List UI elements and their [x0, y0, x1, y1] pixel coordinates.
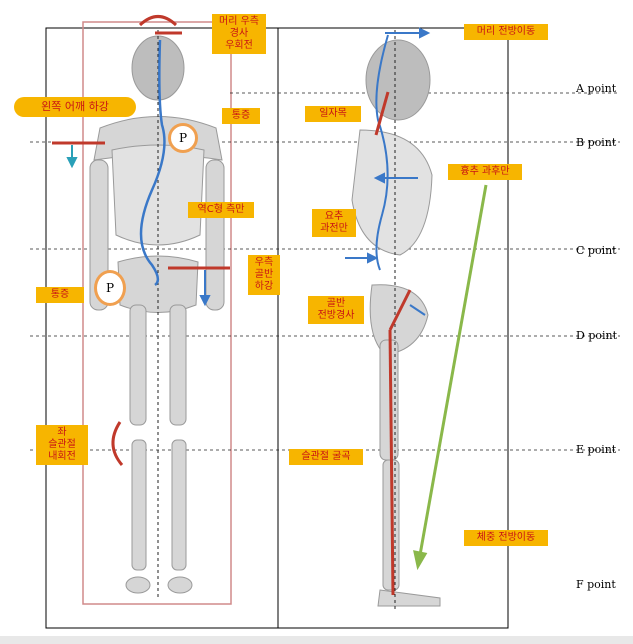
label-lumbar-lordosis: 요추 과전만 — [312, 209, 356, 237]
label-thoracic-kyphosis: 흉추 과후만 — [448, 164, 522, 180]
label-reverse-scoliosis: 역C형 측만 — [188, 202, 254, 218]
lateral-skeleton — [351, 39, 441, 607]
lateral-neck-line — [374, 91, 390, 136]
blue-arrows — [199, 27, 431, 316]
label-knee-rotation: 좌 슬관절 내회전 — [36, 425, 88, 465]
pelvic-tilt-arrow — [409, 304, 426, 316]
label-pain-lower: 통증 — [36, 287, 84, 303]
point-f: F point — [576, 578, 616, 591]
posterior-skeleton — [89, 35, 225, 594]
left-tibia-back — [131, 439, 147, 571]
label-pelvis-drop: 우측 골반 하강 — [248, 255, 280, 295]
green-line — [413, 184, 488, 571]
label-head-tilt: 머리 우측 경사 우회전 — [212, 14, 266, 54]
label-head-forward: 머리 전방이동 — [464, 24, 548, 40]
bottom-scrollbar — [0, 636, 633, 644]
right-arm-back — [205, 159, 225, 311]
p-marker-lower: P — [94, 270, 126, 306]
point-e: E point — [576, 443, 617, 456]
lateral-pelvis-line — [388, 289, 412, 331]
label-left-shoulder: 왼쪽 어깨 하강 — [14, 97, 136, 117]
right-tibia-back — [171, 439, 187, 571]
label-pelvic-tilt: 골반 전방경사 — [308, 296, 364, 324]
label-body-forward: 체중 전방이동 — [464, 530, 548, 546]
left-foot-back — [125, 576, 151, 594]
label-straight-neck: 일자목 — [305, 106, 361, 122]
lateral-leg-line — [388, 329, 395, 596]
teal-arrow — [66, 145, 78, 169]
knee-rotation-arrow — [111, 421, 124, 466]
scoliosis-curve — [139, 39, 166, 287]
lateral-panel-frame — [277, 27, 509, 629]
point-d: D point — [576, 329, 618, 342]
label-knee-flexion: 슬관절 굴곡 — [289, 449, 363, 465]
p-marker-upper: P — [168, 123, 198, 153]
label-pain-upper: 통증 — [222, 108, 260, 124]
right-foot-back — [167, 576, 193, 594]
body-outline-frame — [82, 21, 232, 605]
point-c: C point — [576, 244, 617, 257]
point-b: B point — [576, 136, 617, 149]
foot-side — [377, 589, 441, 607]
right-femur-back — [169, 304, 187, 426]
point-a: A point — [576, 82, 617, 95]
red-markers — [52, 15, 412, 596]
left-femur-back — [129, 304, 147, 426]
pelvis-side — [369, 284, 429, 356]
lateral-spine-curve — [375, 34, 389, 271]
head-rotation-arc — [138, 15, 178, 27]
thorax-side — [351, 129, 433, 256]
